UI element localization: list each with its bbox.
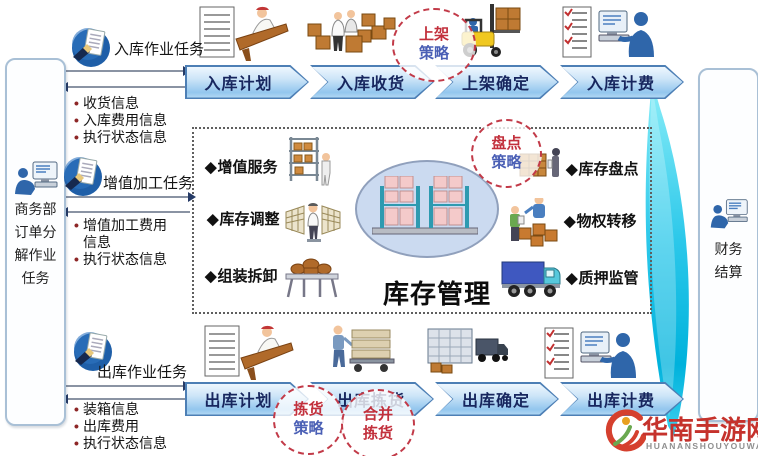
inventory-management-box	[192, 127, 652, 314]
step-label: 出库确定	[461, 393, 530, 410]
shelving-strategy-circle: 上架 策略	[392, 8, 476, 82]
item-label: 库存调整	[219, 211, 280, 228]
item-stock-count: ◆库存盘点	[566, 158, 639, 179]
value-added-feedback-list: •增值加工费用信息 •执行状态信息	[74, 217, 176, 268]
feedback-item: 执行状态信息	[83, 129, 167, 145]
item-label: 增值服务	[217, 159, 278, 176]
feedback-item: 装箱信息	[83, 401, 139, 417]
bullet-dot: •	[74, 401, 79, 417]
computer-person-icon	[14, 161, 57, 195]
step-label: 出库计费	[586, 393, 655, 410]
billing-checklist-computer-icon	[544, 327, 636, 379]
commerce-order-panel: 商务部订单分解作业任务	[5, 58, 66, 426]
item-pledge-supervision: ◆质押监管	[566, 267, 639, 288]
item-inventory-adjust: ◆库存调整	[207, 208, 280, 229]
diamond-bullet: ◆	[205, 159, 217, 176]
inventory-adjust-worker-icon	[285, 203, 341, 242]
step-outbound-billing: 出库计费	[560, 382, 684, 416]
item-label: 库存盘点	[578, 161, 639, 178]
feedback-item: 收货信息	[83, 95, 139, 111]
picking-strategy-circle: 拣货 策略	[273, 385, 344, 455]
inventory-title: 库存管理	[383, 279, 492, 309]
step-label: 入库计费	[586, 76, 655, 93]
bullet-dot: •	[74, 95, 79, 111]
assembly-table-icon	[285, 258, 339, 298]
receiving-goods-icon	[307, 10, 396, 53]
merge-picking-circle: 合并 拣货	[341, 389, 415, 456]
computer-person-icon	[710, 199, 748, 229]
step-inbound-plan: 入库计划	[185, 65, 309, 99]
feedback-item: 执行状态信息	[83, 435, 167, 451]
step-inbound-billing: 入库计费	[560, 65, 684, 99]
finance-panel-title: 财务结算	[714, 241, 743, 281]
bullet-dot: •	[74, 129, 79, 145]
value-added-task-badge-icon	[62, 155, 104, 202]
bullet-dot: •	[74, 217, 79, 233]
inbound-task-label: 入库作业任务	[114, 41, 205, 58]
inbound-feedback-arrow	[60, 82, 185, 92]
item-ownership-transfer: ◆物权转移	[564, 210, 637, 231]
strategy-line: 拣货	[362, 424, 393, 442]
storage-rack-ellipse	[355, 160, 499, 258]
feedback-item: 执行状态信息	[83, 251, 167, 267]
value-added-request-arrow	[62, 192, 196, 202]
step-label: 入库收货	[336, 76, 405, 93]
diamond-bullet: ◆	[564, 213, 576, 230]
item-label: 质押监管	[578, 270, 639, 287]
billing-checklist-computer-icon	[562, 6, 654, 58]
value-added-task-label: 增值加工任务	[103, 175, 194, 192]
ownership-transfer-people-icon	[510, 195, 558, 247]
settlement-beam-arrow	[645, 80, 689, 436]
value-added-feedback-arrow	[60, 207, 190, 217]
watermark-logo-icon	[605, 409, 646, 452]
strategy-line: 策略	[491, 153, 522, 171]
diamond-bullet: ◆	[566, 270, 578, 287]
diamond-bullet: ◆	[207, 211, 219, 228]
outbound-feedback-list: •装箱信息 •出库费用 •执行状态信息	[74, 401, 190, 452]
bullet-dot: •	[74, 251, 79, 267]
finance-settlement-panel: 财务结算	[698, 68, 758, 422]
shelf-rack-icon	[289, 137, 331, 186]
picking-cart-icon	[333, 325, 395, 372]
strategy-line: 策略	[418, 45, 449, 62]
step-outbound-confirm: 出库确定	[435, 382, 559, 416]
feedback-item: 增值加工费用信息	[83, 217, 167, 250]
count-strategy-circle: 盘点 策略	[471, 119, 542, 188]
item-label: 组装拆卸	[217, 268, 278, 285]
step-label: 上架确定	[461, 76, 530, 93]
diamond-bullet: ◆	[205, 268, 217, 285]
commerce-panel-title: 商务部订单分解作业任务	[14, 201, 57, 287]
outbound-request-arrow	[62, 381, 191, 391]
strategy-line: 合并	[362, 405, 393, 423]
step-label: 入库计划	[204, 76, 273, 93]
bullet-dot: •	[74, 435, 79, 451]
item-label: 物权转移	[576, 213, 637, 230]
strategy-line: 上架	[418, 26, 449, 44]
outbound-task-badge-icon	[72, 330, 114, 377]
bullet-dot: •	[74, 112, 79, 128]
step-label: 出库计划	[204, 393, 273, 410]
pledge-truck-icon	[501, 261, 561, 297]
plan-desk-document-icon	[199, 6, 289, 61]
strategy-line: 拣货	[293, 401, 324, 419]
feedback-item: 出库费用	[83, 418, 139, 434]
strategy-line: 盘点	[491, 134, 522, 152]
feedback-item: 入库费用信息	[83, 112, 167, 128]
plan-desk-document-icon	[204, 325, 294, 380]
inbound-task-badge-icon	[70, 26, 112, 73]
item-assembly-disassembly: ◆组装拆卸	[205, 265, 278, 286]
diamond-bullet: ◆	[566, 161, 578, 178]
watermark-subtitle: HUANANSHOUYOUWANG	[646, 441, 758, 451]
watermark-title: 华南手游网	[642, 415, 758, 445]
item-value-added-service: ◆增值服务	[205, 156, 278, 177]
strategy-line: 策略	[293, 420, 324, 437]
inbound-feedback-list: •收货信息 •入库费用信息 •执行状态信息	[74, 95, 190, 146]
outbound-task-label: 出库作业任务	[97, 364, 188, 381]
bullet-dot: •	[74, 418, 79, 434]
pallet-rack-icon	[372, 176, 478, 235]
loading-dock-truck-icon	[427, 328, 508, 374]
outbound-feedback-arrow	[60, 394, 185, 404]
